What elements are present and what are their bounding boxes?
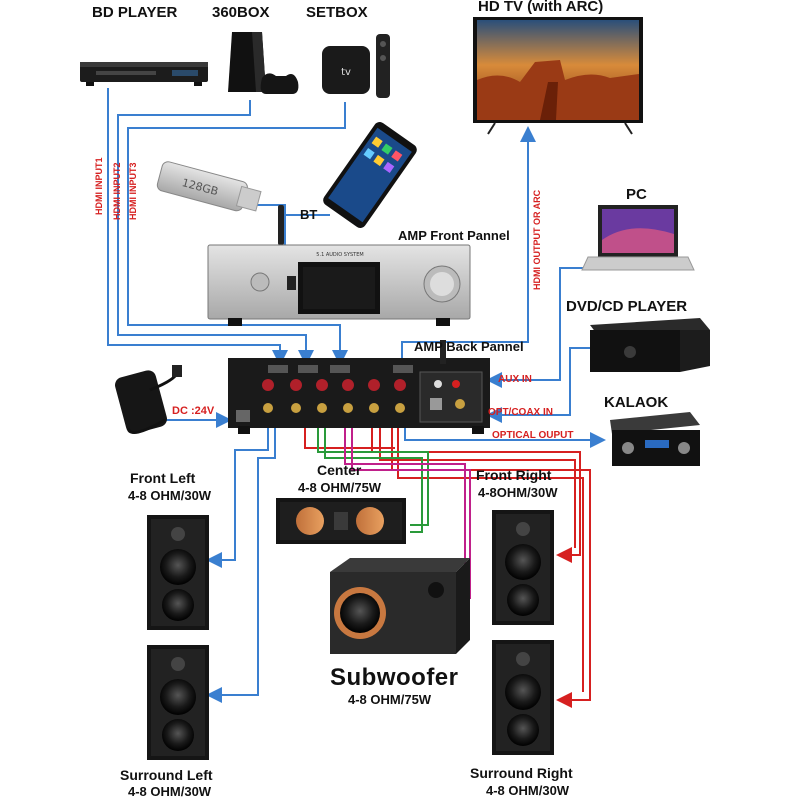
label-front-right: Front Right [476,467,552,483]
svg-text:tv: tv [341,67,351,78]
label-dvd-player: DVD/CD PLAYER [566,298,688,315]
power-adapter [115,365,182,434]
front-screen-title: 5.1 AUDIO SYSTEM [316,252,363,258]
label-surround-right: Surround Right [470,765,573,781]
spec-center: 4-8 OHM/75W [298,480,382,495]
dvd-player-device [590,318,710,372]
hd-tv-device [473,17,643,135]
spec-subwoofer: 4-8 OHM/75W [348,692,432,707]
label-hd-tv: HD TV (with ARC) [478,0,604,15]
kalaok-amplifier [610,412,700,466]
label-hdmi-output-arc: HDMI OUTPUT OR ARC [532,189,542,290]
spec-surround-right: 4-8 OHM/30W [486,783,570,798]
label-optical-out: OPTICAL OUPUT [492,430,574,441]
label-hdmi-input2: HDMI INPUT2 [112,162,122,220]
speaker-front-right [492,510,554,625]
label-center: Center [317,462,362,478]
label-hdmi-input1: HDMI INPUT1 [94,157,104,215]
amp-front-panel: 5.1 AUDIO SYSTEM [207,244,471,326]
label-amp-back: AMP Back Pannel [414,339,524,354]
label-surround-left: Surround Left [120,767,213,783]
label-360box: 360BOX [212,4,270,21]
console-360box [228,32,299,94]
smartphone [323,122,417,228]
label-bd-player: BD PLAYER [92,4,178,21]
label-opt-coax-in: OPT/COAX IN [488,407,554,418]
speaker-front-left [147,515,209,630]
speaker-surround-left [147,645,209,760]
label-amp-front: AMP Front Pannel [398,228,510,243]
spec-surround-left: 4-8 OHM/30W [128,784,212,799]
amp-back-panel [228,340,490,434]
label-setbox: SETBOX [306,4,368,21]
spec-front-right: 4-8OHM/30W [478,485,558,500]
spec-front-left: 4-8 OHM/30W [128,488,212,503]
red-wires [304,425,591,708]
label-bt: BT [300,207,318,222]
label-pc: PC [626,186,647,203]
label-dc: DC :24V [172,405,215,417]
green-wires [317,425,429,533]
label-hdmi-input3: HDMI INPUT3 [128,162,138,220]
usb-stick: 128GB [156,161,262,212]
speaker-surround-right [492,640,554,755]
label-kalaok: KALAOK [604,394,669,411]
pc-laptop [581,205,695,271]
bd-player-device [80,62,208,86]
label-subwoofer: Subwoofer [330,664,459,691]
speaker-center [276,498,406,544]
label-front-left: Front Left [130,470,196,486]
label-aux-in: AUX IN [498,374,532,385]
bt-antenna [278,205,284,245]
setbox-device: tv [322,34,390,98]
subwoofer-speaker [330,558,470,654]
